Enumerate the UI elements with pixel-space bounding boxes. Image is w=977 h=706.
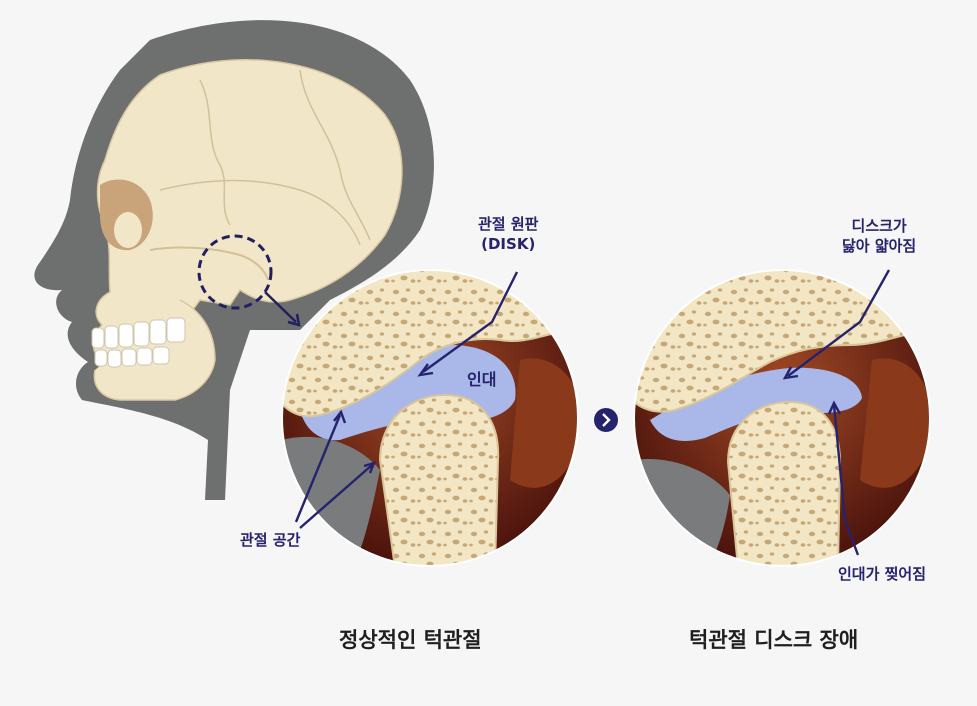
disk-label-text: 관절 원판 — [478, 215, 539, 233]
disorder-joint-view — [634, 270, 930, 566]
progress-arrow-bg — [594, 408, 618, 432]
disk-label-en: (DISK) — [481, 235, 536, 254]
disorder-caption: 턱관절 디스크 장애 — [689, 628, 859, 652]
jaw-joint-marker — [197, 234, 273, 310]
ligament-label: 인대 — [467, 370, 497, 389]
worn-disk-line-2: 닳아 얇아짐 — [842, 237, 917, 256]
joint-space-label: 관절 공간 — [240, 531, 301, 549]
torn-ligament-label: 인대가 찢어짐 — [838, 565, 927, 583]
worn-disk-label: 디스크가 닳아 얇아짐 — [842, 216, 916, 257]
worn-disk-line-1: 디스크가 — [851, 217, 907, 235]
chevron-right-icon — [594, 408, 618, 432]
normal-caption: 정상적인 턱관절 — [339, 628, 482, 652]
normal-joint-view — [282, 270, 578, 566]
disk-label: 관절 원판 (DISK) — [478, 214, 538, 255]
teeth — [91, 317, 186, 368]
